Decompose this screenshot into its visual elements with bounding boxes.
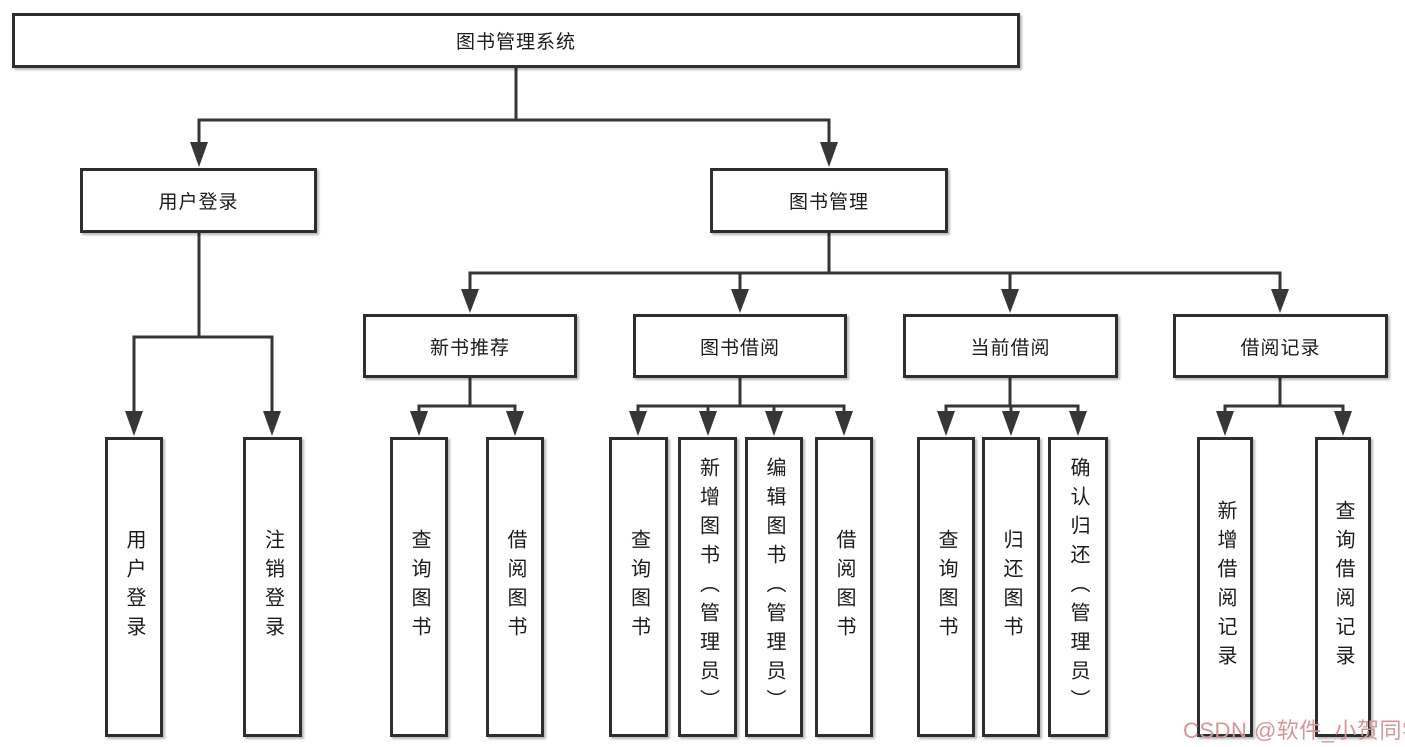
leaf-query-books-current: 查询图书	[917, 437, 975, 737]
node-label: 用户登录	[123, 529, 145, 645]
leaf-edit-books-admin: 编辑图书（管理员）	[745, 437, 803, 737]
leaf-query-books-recommend: 查询图书	[390, 437, 448, 737]
node-user-login: 用户登录	[80, 168, 317, 233]
leaf-return-books: 归还图书	[982, 437, 1040, 737]
node-label: 注销登录	[261, 529, 284, 645]
csdn-watermark: CSDN @软件_小贺同学	[1183, 718, 1405, 743]
leaf-borrow-books-recommend: 借阅图书	[486, 437, 544, 737]
node-label: 图书借阅	[699, 337, 780, 359]
node-label: 编辑图书（管理员）	[763, 456, 785, 718]
leaf-borrow-books: 借阅图书	[815, 437, 873, 737]
node-label: 用户登录	[158, 192, 239, 213]
node-book-borrow: 图书借阅	[633, 314, 847, 378]
leaf-add-borrow-record: 新增借阅记录	[1197, 437, 1253, 737]
node-borrow-records: 借阅记录	[1173, 314, 1388, 378]
node-label: 新书推荐	[429, 337, 510, 359]
node-label: 借阅图书	[504, 529, 526, 645]
node-label: 查询图书	[935, 529, 957, 645]
node-label: 图书管理系统	[455, 32, 576, 53]
node-label: 查询图书	[408, 529, 430, 645]
node-label: 查询图书	[627, 529, 650, 645]
node-new-book-recommend: 新书推荐	[363, 314, 577, 378]
node-book-management: 图书管理	[710, 168, 948, 233]
node-label: 当前借阅	[970, 337, 1051, 359]
leaf-user-login: 用户登录	[105, 437, 163, 737]
leaf-add-books-admin: 新增图书（管理员）	[678, 437, 737, 737]
node-library-management-system: 图书管理系统	[12, 13, 1020, 68]
leaf-confirm-return-admin: 确认归还（管理员）	[1048, 437, 1108, 737]
node-label: 图书管理	[788, 192, 869, 213]
node-label: 确认归还（管理员）	[1067, 456, 1089, 718]
node-label: 借阅图书	[833, 529, 855, 645]
node-label: 新增图书（管理员）	[696, 456, 719, 718]
node-label: 借阅记录	[1240, 337, 1321, 359]
node-current-borrow: 当前借阅	[903, 314, 1118, 378]
leaf-logout: 注销登录	[243, 437, 302, 737]
leaf-query-borrow-record: 查询借阅记录	[1315, 437, 1371, 737]
leaf-query-books-borrow: 查询图书	[609, 437, 668, 737]
node-label: 新增借阅记录	[1214, 500, 1236, 674]
node-label: 查询借阅记录	[1332, 500, 1354, 674]
node-label: 归还图书	[1000, 529, 1022, 645]
